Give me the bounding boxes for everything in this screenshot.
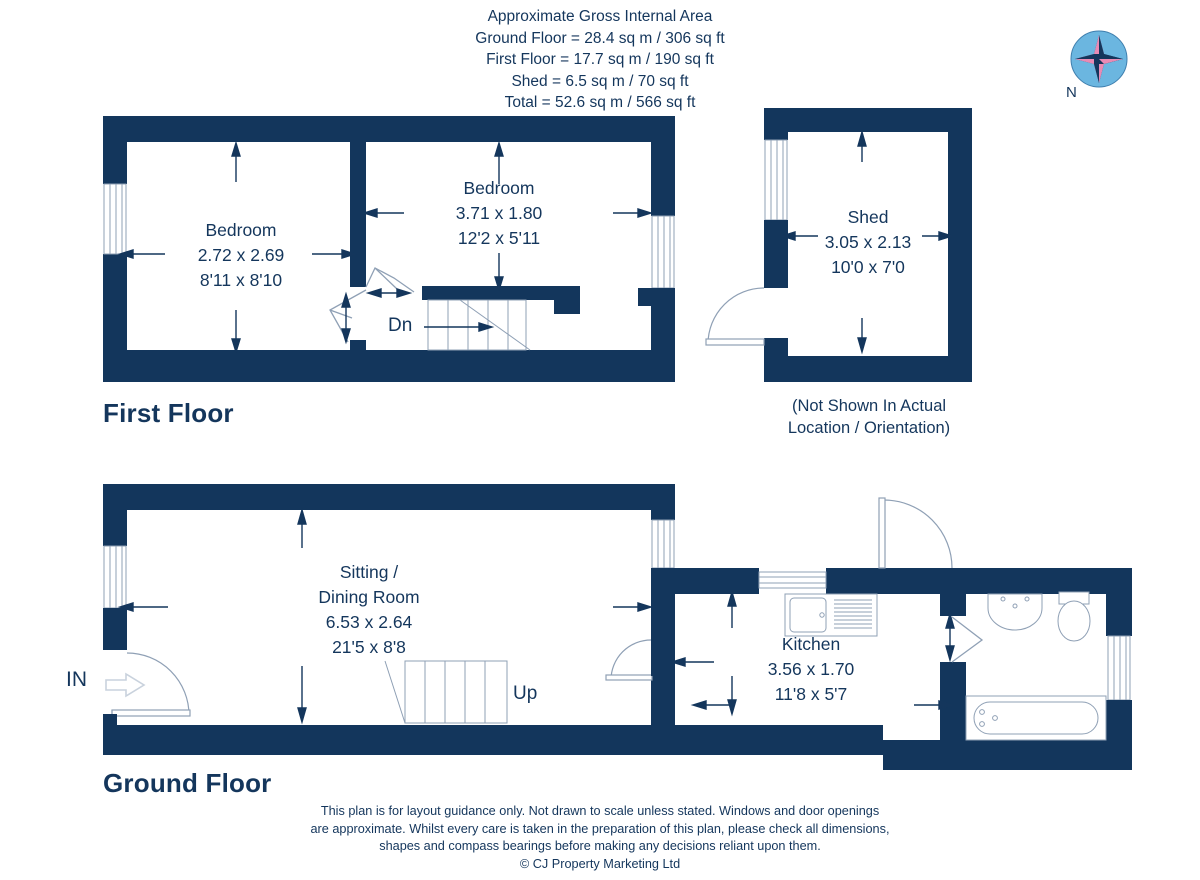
door-swing-first-upper bbox=[365, 267, 415, 293]
room-label-bedroom-1: Bedroom 2.72 x 2.69 8'11 x 8'10 bbox=[157, 218, 325, 293]
wall-shed-bottom bbox=[764, 356, 972, 382]
wall-first-left-upper bbox=[103, 116, 127, 184]
room-label-kitchen: Kitchen 3.56 x 1.70 11'8 x 5'7 bbox=[728, 632, 894, 707]
area-summary: Approximate Gross Internal Area Ground F… bbox=[0, 6, 1200, 114]
wall-first-left-lower bbox=[103, 254, 127, 382]
wall-ground-right-mid bbox=[651, 568, 675, 640]
wall-first-landing-nib bbox=[554, 286, 580, 314]
window-kitchen bbox=[758, 571, 827, 589]
wall-corridor-top bbox=[884, 568, 966, 594]
room-imperial: 10'0 x 7'0 bbox=[831, 257, 905, 277]
room-label-sitting-dining-room: Sitting / Dining Room 6.53 x 2.64 21'5 x… bbox=[286, 560, 452, 660]
first-floor-title: First Floor bbox=[103, 398, 234, 428]
wall-ground-right-lower bbox=[651, 676, 675, 728]
stair-label-up: Up bbox=[513, 683, 538, 704]
ground-floor-title: Ground Floor bbox=[103, 768, 272, 798]
room-metric: 3.56 x 1.70 bbox=[767, 659, 855, 679]
compass-rose-icon bbox=[1070, 30, 1128, 88]
room-imperial: 11'8 x 5'7 bbox=[774, 684, 848, 704]
dim-arrows-kitchen bbox=[669, 589, 737, 717]
bathtub-icon bbox=[965, 695, 1107, 741]
wall-ground-left-stub bbox=[103, 714, 117, 726]
area-summary-shed: Shed = 6.5 sq m / 70 sq ft bbox=[511, 72, 689, 90]
window-ground-left bbox=[103, 545, 127, 609]
window-bathroom bbox=[1107, 635, 1131, 701]
wall-bathroom-top bbox=[966, 568, 1106, 594]
wall-first-landing-top bbox=[422, 286, 568, 300]
staircase-ground bbox=[384, 660, 508, 724]
wall-first-top bbox=[103, 116, 675, 142]
room-imperial: 8'11 x 8'10 bbox=[199, 270, 283, 290]
room-name-line2: Dining Room bbox=[318, 587, 420, 607]
wall-bathroom-right-lower bbox=[1106, 700, 1132, 770]
disclaimer-line-2: are approximate. Whilst every care is ta… bbox=[310, 821, 890, 836]
copyright-line: © CJ Property Marketing Ltd bbox=[519, 856, 681, 871]
window-first-right bbox=[651, 215, 675, 289]
room-metric: 3.71 x 1.80 bbox=[455, 203, 543, 223]
door-swing-kitchen-interior bbox=[605, 639, 653, 681]
room-name-line1: Sitting / bbox=[339, 562, 399, 582]
staircase-first bbox=[427, 299, 531, 351]
wall-ground-kitchen-nib bbox=[651, 640, 675, 676]
shed-note-line2: Location / Orientation) bbox=[787, 419, 951, 437]
door-swing-first-lower bbox=[329, 289, 367, 343]
door-swing-shed bbox=[705, 287, 765, 346]
window-shed-left bbox=[764, 139, 788, 221]
wall-bathroom-left-lower bbox=[940, 662, 966, 770]
room-metric: 2.72 x 2.69 bbox=[197, 245, 285, 265]
shed-location-note: (Not Shown In Actual Location / Orientat… bbox=[764, 395, 974, 439]
area-summary-first-floor: First Floor = 17.7 sq m / 190 sq ft bbox=[486, 51, 714, 68]
door-swing-rear bbox=[878, 497, 953, 569]
area-summary-ground-floor: Ground Floor = 28.4 sq m / 306 sq ft bbox=[475, 29, 725, 47]
wall-shed-left-lower bbox=[764, 338, 788, 382]
dim-arrows-bathroom bbox=[914, 611, 955, 710]
compass-north-label: N bbox=[1066, 84, 1077, 101]
wall-first-partition-lower-nib bbox=[350, 340, 366, 352]
room-metric: 6.53 x 2.64 bbox=[325, 612, 413, 632]
disclaimer-line-1: This plan is for layout guidance only. N… bbox=[320, 804, 880, 818]
shed-note-line1: (Not Shown In Actual bbox=[791, 397, 947, 415]
wall-first-partition bbox=[350, 142, 366, 273]
area-summary-title: Approximate Gross Internal Area bbox=[487, 8, 713, 25]
room-imperial: 12'2 x 5'11 bbox=[457, 228, 541, 248]
wall-first-partition-nib bbox=[350, 273, 366, 287]
dim-arrows-first-landing bbox=[341, 288, 495, 345]
room-label-shed: Shed 3.05 x 2.13 10'0 x 7'0 bbox=[786, 205, 950, 280]
wall-shed-left-mid bbox=[764, 220, 788, 288]
window-first-left bbox=[103, 183, 127, 255]
disclaimer-text: This plan is for layout guidance only. N… bbox=[150, 803, 1050, 873]
wall-kitchen-top-left bbox=[651, 568, 759, 594]
area-summary-total: Total = 52.6 sq m / 566 sq ft bbox=[504, 94, 696, 111]
room-imperial: 21'5 x 8'8 bbox=[332, 637, 406, 657]
wall-ground-top bbox=[103, 484, 675, 510]
room-name: Shed bbox=[847, 207, 889, 227]
wall-ground-left-lower bbox=[103, 608, 127, 650]
wall-ground-right-upper bbox=[651, 484, 675, 520]
room-name: Bedroom bbox=[205, 220, 277, 240]
wall-shed-right bbox=[948, 108, 972, 382]
disclaimer-line-3: shapes and compass bearings before makin… bbox=[379, 839, 821, 854]
stair-label-dn: Dn bbox=[388, 315, 413, 336]
room-name: Kitchen bbox=[781, 634, 841, 654]
wall-bathroom-bottom bbox=[883, 740, 1132, 770]
toilet-icon bbox=[1057, 591, 1091, 642]
wall-first-bottom bbox=[103, 350, 675, 382]
washbasin-icon bbox=[987, 593, 1043, 631]
wall-ground-left-upper bbox=[103, 484, 127, 546]
ground-floor-plan bbox=[103, 484, 1132, 770]
wall-first-right-nib bbox=[638, 288, 652, 306]
room-name: Bedroom bbox=[463, 178, 535, 198]
entrance-label-in: IN bbox=[66, 668, 87, 691]
kitchen-sink-icon bbox=[784, 593, 878, 637]
wall-first-right-upper bbox=[651, 116, 675, 216]
room-label-bedroom-2: Bedroom 3.71 x 1.80 12'2 x 5'11 bbox=[415, 176, 583, 251]
wall-bathroom-left-upper bbox=[940, 568, 966, 616]
wall-ground-bottom bbox=[103, 725, 883, 755]
door-swing-bathroom bbox=[951, 616, 984, 663]
window-ground-right bbox=[651, 519, 675, 569]
room-metric: 3.05 x 2.13 bbox=[824, 232, 912, 252]
wall-first-right-lower bbox=[651, 288, 675, 382]
wall-kitchen-top-right bbox=[826, 568, 884, 594]
wall-bathroom-right-upper bbox=[1106, 568, 1132, 636]
